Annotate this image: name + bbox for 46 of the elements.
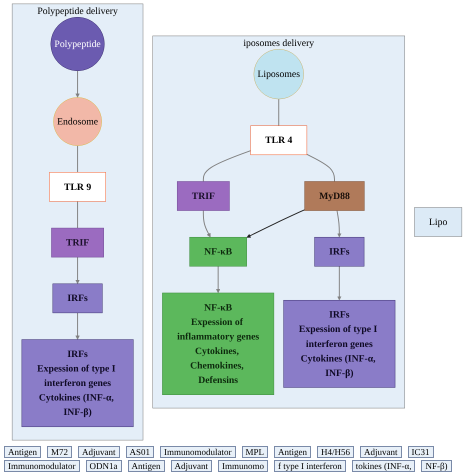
table-cell: Adjuvant <box>78 446 120 458</box>
arrow <box>75 312 80 340</box>
node-box: MyD88 <box>304 181 365 211</box>
node-box: IRFs Expession of type I interferon genes Cytokines (INF-α, INF-β) <box>22 339 134 428</box>
node-box: IRFs <box>314 236 364 267</box>
table-cell: Antigen <box>4 446 41 458</box>
node-box: TLR 4 <box>250 125 308 156</box>
connector <box>278 98 280 126</box>
node-box: IRFs <box>52 284 103 314</box>
connector <box>77 200 78 229</box>
arrow <box>336 210 342 238</box>
node-box: Lipo <box>414 207 462 237</box>
table-cell: tokines (INF-α, <box>352 460 416 472</box>
connector <box>202 150 252 182</box>
table-cell: MPL <box>242 446 268 458</box>
table-cell: Adjuvant <box>360 446 402 458</box>
connector <box>77 145 78 173</box>
arrow <box>75 70 80 98</box>
node-circle: Liposomes <box>254 49 304 100</box>
table-cell: M72 <box>47 446 72 458</box>
arrow <box>202 210 211 238</box>
node-box: TLR 9 <box>49 172 106 202</box>
table-cell: Adjuvant <box>170 460 212 472</box>
table-cell: IC31 <box>408 446 434 458</box>
table-cell: Immunomodulator <box>4 460 80 472</box>
node-box: IRFs Expession of type I interferon genes Cytokines (INF-α, INF-β) <box>283 300 396 388</box>
table-cell: Antigen <box>274 446 312 458</box>
table-cell: AS01 <box>126 446 154 458</box>
arrow <box>337 266 342 300</box>
arrow <box>75 256 80 284</box>
node-box: NF-κB <box>189 236 247 267</box>
node-circle: Polypeptide <box>50 16 105 72</box>
node-box: NF-κB Expession of inflammatory genes Cytokines, Chemokines, Defensins <box>162 292 274 395</box>
table-cell: ODN1a <box>86 460 122 472</box>
connector <box>306 154 335 182</box>
arrow <box>246 209 306 238</box>
node-box: TRIF <box>51 228 104 258</box>
node-box: TRIF <box>176 181 230 211</box>
arrow <box>216 266 220 294</box>
table-cell: Immunomo <box>218 460 268 472</box>
table-cell: NF-β) <box>421 460 452 472</box>
table-cell: H4/H56 <box>317 446 354 458</box>
table-cell: Immunomodulator <box>160 446 236 458</box>
node-circle: Endosome <box>53 97 102 146</box>
table-cell: f type I interferon <box>274 460 346 472</box>
table-cell: Antigen <box>128 460 164 472</box>
